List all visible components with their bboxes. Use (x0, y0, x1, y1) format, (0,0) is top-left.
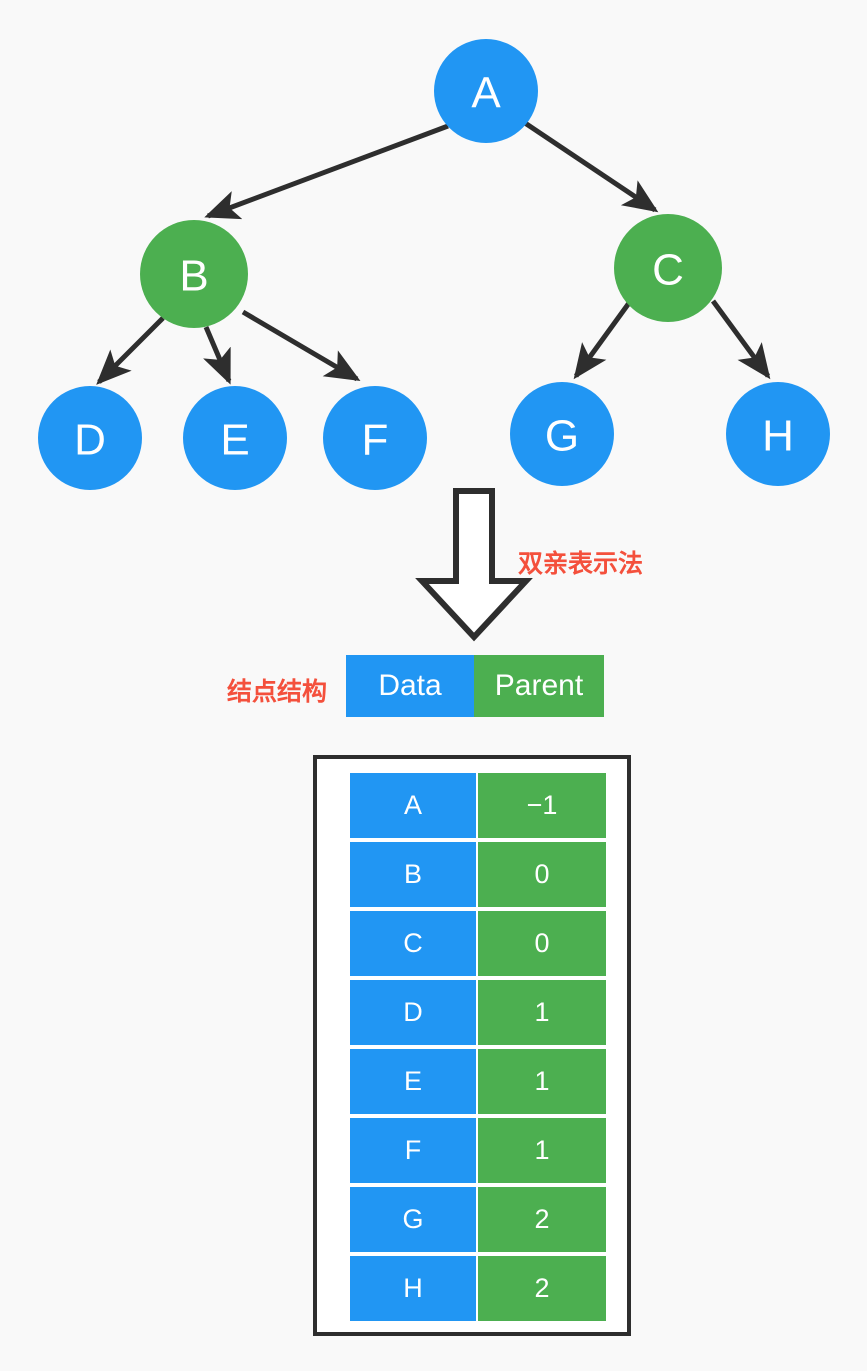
tree-nodes: A B C D E F G (38, 39, 830, 490)
tree-node-e-label: E (220, 416, 249, 465)
edge-c-g (573, 301, 632, 380)
tree-node-b[interactable]: B (140, 220, 248, 328)
table-cell-parent: 0 (478, 842, 606, 907)
table-cell-data: G (350, 1187, 476, 1252)
table-cell-data: A (350, 773, 476, 838)
tree-node-d-label: D (74, 416, 106, 465)
edge-a-c (523, 120, 659, 213)
tree-edges (96, 120, 771, 385)
table-cell-parent: 1 (478, 1118, 606, 1183)
node-structure-header: Data Parent (346, 655, 604, 717)
tree-node-a[interactable]: A (434, 39, 538, 143)
tree-node-g[interactable]: G (510, 382, 614, 486)
tree-node-g-label: G (545, 412, 579, 461)
table-cell-data: C (350, 911, 476, 976)
table-cell-data: B (350, 842, 476, 907)
table-row: F 1 (350, 1118, 606, 1183)
parent-array-table: A −1 B 0 C 0 D 1 E 1 F 1 (313, 755, 631, 1336)
node-structure-parent-cell: Parent (474, 655, 604, 717)
table-cell-parent: −1 (478, 773, 606, 838)
edge-a-b (204, 123, 449, 220)
transform-down-arrow-icon (415, 488, 533, 642)
table-cell-data: F (350, 1118, 476, 1183)
table-row: B 0 (350, 842, 606, 907)
table-cell-parent: 1 (478, 980, 606, 1045)
table-row: D 1 (350, 980, 606, 1045)
tree-node-h-label: H (762, 412, 794, 461)
table-cell-data: E (350, 1049, 476, 1114)
tree-node-a-label: A (471, 69, 501, 118)
table-row: G 2 (350, 1187, 606, 1252)
tree-node-f-label: F (362, 416, 389, 465)
edge-b-e (203, 326, 232, 385)
table-row: C 0 (350, 911, 606, 976)
table-row: H 2 (350, 1256, 606, 1321)
table-cell-parent: 1 (478, 1049, 606, 1114)
tree-node-d[interactable]: D (38, 386, 142, 490)
table-cell-parent: 2 (478, 1256, 606, 1321)
parent-array-rows: A −1 B 0 C 0 D 1 E 1 F 1 (350, 773, 606, 1321)
table-row: A −1 (350, 773, 606, 838)
tree-node-c-label: C (652, 246, 684, 295)
table-cell-data: D (350, 980, 476, 1045)
edge-b-d (96, 316, 165, 385)
tree-node-e[interactable]: E (183, 386, 287, 490)
node-structure-data-cell: Data (346, 655, 474, 717)
tree-node-c[interactable]: C (614, 214, 722, 322)
edge-b-f (241, 309, 361, 382)
edge-c-h (710, 299, 771, 380)
tree-node-f[interactable]: F (323, 386, 427, 490)
table-cell-parent: 2 (478, 1187, 606, 1252)
node-structure-label: 结点结构 (227, 677, 328, 706)
tree-node-b-label: B (179, 252, 208, 301)
table-row: E 1 (350, 1049, 606, 1114)
table-cell-data: H (350, 1256, 476, 1321)
table-cell-parent: 0 (478, 911, 606, 976)
tree-node-h[interactable]: H (726, 382, 830, 486)
parent-representation-label: 双亲表示法 (518, 549, 644, 578)
